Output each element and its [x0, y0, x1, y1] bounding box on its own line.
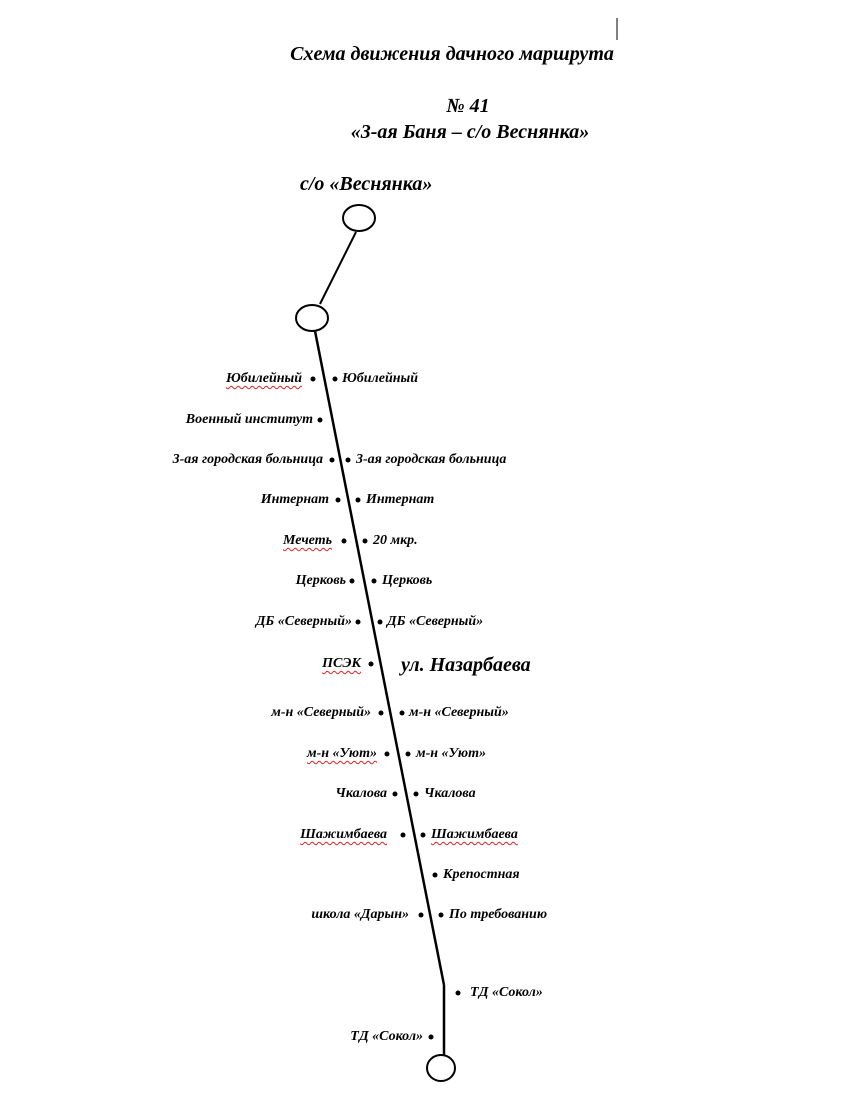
stop-dot	[345, 457, 351, 463]
stop-dot	[355, 619, 361, 625]
right-stop-label: Шажимбаева	[431, 827, 518, 842]
stop-dot	[377, 619, 383, 625]
stop-dot	[384, 751, 390, 757]
route-number: № 41	[446, 95, 490, 117]
stop-dot	[371, 578, 377, 584]
stop-dot	[329, 457, 335, 463]
right-stop-label: Юбилейный	[342, 371, 419, 386]
stop-dot	[413, 791, 419, 797]
left-stop-label: Мечеть	[283, 533, 332, 548]
right-stop-label: Чкалова	[424, 786, 476, 801]
left-stop-label: ТД «Сокол»	[350, 1029, 423, 1044]
left-stop-label: Церковь	[295, 573, 346, 588]
route-name: «3-ая Баня – с/о Веснянка»	[350, 121, 590, 143]
stop-dot	[332, 376, 338, 382]
right-stop-label: Интернат	[366, 492, 435, 507]
stop-dot	[400, 832, 406, 838]
stop-dot	[432, 872, 438, 878]
terminus-top-label: с/о «Веснянка»	[300, 173, 433, 195]
stop-dot	[349, 578, 355, 584]
stop-dot	[455, 990, 461, 996]
right-stop-label: м-н «Уют»	[416, 746, 486, 761]
scheme-title: Схема движения дачного маршрута	[290, 43, 614, 65]
left-stop-label: Юбилейный	[225, 371, 302, 386]
route-line-main	[313, 330, 446, 986]
right-stop-label: По требованию	[449, 907, 548, 922]
stop-dot	[378, 710, 384, 716]
left-stop-label: Военный институт	[185, 412, 313, 427]
stop-dot	[392, 791, 398, 797]
station-circle-top	[342, 204, 376, 232]
left-stop-label: м-н «Северный»	[271, 705, 371, 720]
route-segment-top	[319, 231, 357, 305]
stop-dot	[418, 912, 424, 918]
stop-dot	[399, 710, 405, 716]
left-stop-label: Чкалова	[335, 786, 387, 801]
left-stop-label: м-н «Уют»	[307, 746, 377, 761]
stop-dot	[362, 538, 368, 544]
right-stop-label: м-н «Северный»	[409, 705, 509, 720]
stop-dot	[438, 912, 444, 918]
street-label: ул. Назарбаева	[401, 654, 531, 676]
right-stop-label: ДБ «Северный»	[387, 614, 484, 629]
right-stop-label: Церковь	[382, 573, 433, 588]
stop-dots	[310, 376, 461, 1040]
right-stop-label: ТД «Сокол»	[470, 985, 543, 1000]
right-stop-label: Крепостная	[443, 867, 520, 882]
stop-dot	[335, 497, 341, 503]
left-stop-label: ПСЭК	[322, 656, 361, 671]
station-circle-second	[295, 304, 329, 332]
left-stop-label: Шажимбаева	[300, 827, 387, 842]
stop-dot	[420, 832, 426, 838]
stop-dot	[405, 751, 411, 757]
right-stop-label: 3-ая городская больница	[356, 452, 507, 467]
left-stop-label: ДБ «Северный»	[255, 614, 352, 629]
stop-dot	[310, 376, 316, 382]
stop-dot	[368, 661, 374, 667]
stop-dot	[317, 417, 323, 423]
stop-dot	[355, 497, 361, 503]
stop-dot	[341, 538, 347, 544]
left-stop-label: школа «Дарын»	[311, 907, 409, 922]
left-stop-label: 3-ая городская больница	[172, 452, 323, 467]
station-circle-bottom	[426, 1054, 456, 1082]
stop-dot	[428, 1034, 434, 1040]
right-stop-label: 20 мкр.	[373, 533, 418, 548]
left-stop-label: Интернат	[260, 492, 329, 507]
